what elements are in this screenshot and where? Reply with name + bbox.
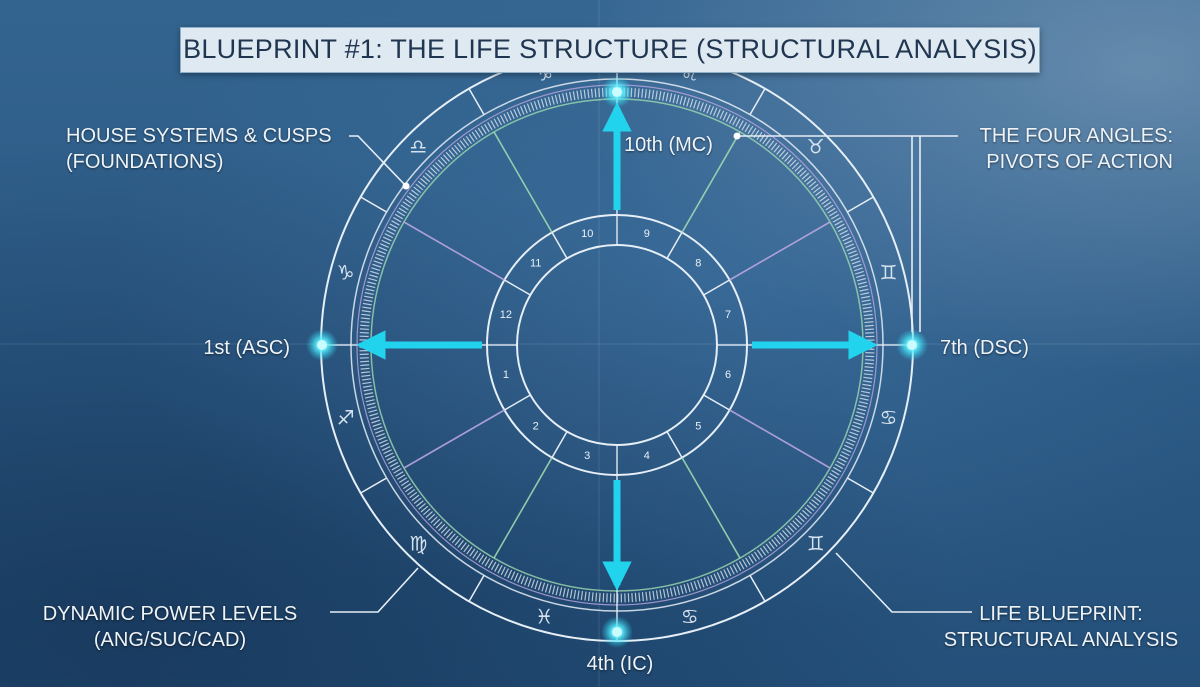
zodiac-divider	[749, 88, 766, 116]
angle-label-asc: 1st (ASC)	[203, 337, 290, 359]
house-number: 4	[644, 450, 650, 462]
house-cusp-inner	[504, 394, 531, 411]
zodiac-divider	[360, 196, 388, 213]
leader-power-levels	[330, 567, 419, 613]
house-cusp-inner	[551, 232, 568, 259]
paper-fold-vertical	[598, 0, 600, 687]
zodiac-glyph: ♎	[409, 134, 427, 158]
callout-four-angles: THE FOUR ANGLES: PIVOTS OF ACTION	[930, 123, 1173, 175]
house-cusp-line	[681, 131, 741, 233]
house-cusp-inner	[666, 232, 683, 259]
zodiac-glyph: ♐	[337, 406, 355, 430]
callout-four-angles-line1: THE FOUR ANGLES:	[979, 125, 1173, 147]
house-cusp-line	[403, 221, 505, 281]
house-cusp-inner	[703, 279, 730, 296]
paper-fold-horizontal	[0, 343, 1200, 345]
angle-point	[612, 627, 622, 637]
angle-label-ic: 4th (IC)	[586, 653, 654, 675]
zodiac-divider	[846, 477, 874, 494]
zodiac-divider	[468, 574, 485, 602]
angle-glow-points	[306, 76, 928, 648]
zodiac-glyph: ♓	[535, 604, 553, 628]
house-cusp-line	[729, 409, 831, 469]
angle-arrows	[356, 102, 878, 591]
house-cusp-inner	[504, 279, 531, 296]
callout-power-levels-line1: DYNAMIC POWER LEVELS	[42, 603, 298, 625]
angle-point	[612, 87, 622, 97]
house-cusp-line	[493, 457, 553, 559]
angle-label-dsc: 7th (DSC)	[940, 337, 1029, 359]
house-number: 1	[503, 369, 509, 381]
zodiac-glyph: ♉	[807, 134, 825, 158]
zodiac-glyph: ♊	[807, 532, 825, 556]
house-number: 9	[644, 228, 650, 240]
callout-life-blueprint-line2: STRUCTURAL ANALYSIS	[943, 629, 1179, 651]
callout-house-systems-line2: (FOUNDATIONS)	[66, 151, 224, 173]
zodiac-glyph: ♑	[337, 260, 355, 284]
title-banner: BLUEPRINT #1: THE LIFE STRUCTURE (STRUCT…	[180, 27, 1040, 73]
zodiac-glyph: ♊	[879, 260, 897, 284]
zodiac-glyph: ♍	[409, 532, 427, 556]
house-number: 5	[695, 420, 701, 432]
angle-label-mc: 10th (MC)	[624, 134, 713, 156]
angle-point	[907, 340, 917, 350]
house-cusp-inner	[551, 431, 568, 458]
house-number: 12	[500, 309, 512, 321]
house-number: 7	[725, 309, 731, 321]
house-cusp-inner	[703, 394, 730, 411]
house-number: 8	[695, 258, 701, 270]
zodiac-divider	[468, 88, 485, 116]
house-number-ring	[486, 214, 748, 476]
house-number: 11	[530, 258, 541, 270]
zodiac-glyph: ♋	[879, 406, 897, 430]
zodiac-divider	[360, 477, 388, 494]
house-number: 3	[584, 450, 590, 462]
callout-house-systems: HOUSE SYSTEMS & CUSPS (FOUNDATIONS)	[66, 123, 332, 175]
leader-house-systems	[349, 135, 407, 187]
leader-dot	[733, 132, 741, 140]
house-cusp-line	[403, 409, 505, 469]
zodiac-divider	[846, 196, 874, 213]
callout-life-blueprint-line1: LIFE BLUEPRINT:	[979, 603, 1143, 625]
house-cusp-lines	[321, 49, 913, 641]
callout-four-angles-line2: PIVOTS OF ACTION	[986, 151, 1173, 173]
callout-house-systems-line1: HOUSE SYSTEMS & CUSPS	[66, 125, 332, 147]
leader-life-blueprint	[835, 552, 972, 613]
inner-ring	[516, 244, 718, 446]
callout-power-levels: DYNAMIC POWER LEVELS (ANG/SUC/CAD)	[20, 601, 320, 653]
zodiac-divider	[749, 574, 766, 602]
house-number: 2	[533, 420, 539, 432]
angle-point	[317, 340, 327, 350]
house-cusp-line	[681, 457, 741, 559]
zodiac-glyph: ♋	[681, 604, 699, 628]
callout-power-levels-line2: (ANG/SUC/CAD)	[93, 629, 247, 651]
callout-life-blueprint: LIFE BLUEPRINT: STRUCTURAL ANALYSIS	[930, 601, 1192, 653]
house-cusp-line	[729, 221, 831, 281]
house-number: 10	[581, 228, 593, 240]
callout-leader-lines	[330, 132, 972, 613]
house-cusp-line	[493, 131, 553, 233]
house-number: 6	[725, 369, 731, 381]
leader-dot	[402, 182, 410, 190]
page-title: BLUEPRINT #1: THE LIFE STRUCTURE (STRUCT…	[183, 34, 1037, 64]
house-cusp-inner	[666, 431, 683, 458]
